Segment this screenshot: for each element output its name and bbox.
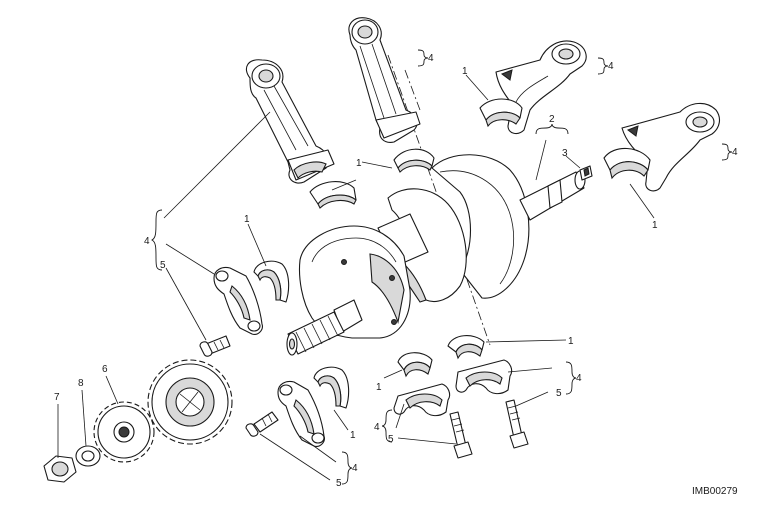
connecting-rod-center [348, 17, 421, 143]
primary-gear [147, 359, 233, 445]
callout-1-bottom-left: 1 [350, 430, 356, 441]
callout-1-center: 1 [356, 158, 362, 169]
callout-1-top-right: 1 [462, 66, 468, 77]
callout-4-bottom-left: 4 [352, 463, 358, 474]
callout-6-timing-gear: 6 [102, 364, 108, 375]
callout-1-lower-right: 1 [568, 336, 574, 347]
callout-5-lower-right: 5 [556, 388, 562, 399]
callout-labels: 1 1 1 1 1 1 1 2 3 4 4 4 4 4 4 4 5 5 5 5 … [54, 53, 738, 497]
washer [75, 445, 101, 467]
rod-cap-bottom-left [277, 380, 325, 447]
callout-5-left: 5 [160, 260, 166, 271]
bearing-shell-top-right-2 [603, 147, 651, 180]
rod-cap-lower-center [393, 383, 451, 417]
bearing-shell-center [393, 148, 435, 173]
callout-4-lower-center: 4 [374, 422, 380, 433]
callout-1-right: 1 [652, 220, 658, 231]
rod-cap-top-right-2 [621, 102, 721, 192]
bearing-shell-lower-2 [397, 352, 433, 378]
timing-gear [93, 401, 155, 463]
callout-1-lower-center: 1 [376, 382, 382, 393]
callout-4-top-right: 4 [608, 61, 614, 72]
connecting-rod-left [245, 59, 335, 184]
callout-4-left: 4 [144, 236, 150, 247]
nut [43, 455, 77, 483]
rod-cap-left [213, 266, 263, 335]
callout-3-plug: 3 [562, 148, 568, 159]
cap-bolt-left [199, 335, 231, 357]
bearing-shell-bottom-left [313, 366, 350, 409]
braces [150, 49, 733, 485]
plug-screw [579, 165, 593, 181]
callout-4-far-right: 4 [732, 147, 738, 158]
callout-4-lower-right: 4 [576, 373, 582, 384]
bearing-shell-top-right-1 [479, 98, 523, 128]
crankshaft [286, 154, 586, 356]
callout-8-washer: 8 [78, 378, 84, 389]
callout-5-lower-center: 5 [388, 434, 394, 445]
drawing-code: IMB00279 [692, 486, 738, 497]
callout-4-top-center: 4 [428, 53, 434, 64]
cap-bolt-lower-right [505, 399, 529, 449]
bearing-shell-top-left [309, 181, 357, 209]
cap-bolt-bottom-left [245, 411, 279, 437]
bearing-shell-lower-1 [447, 335, 485, 360]
callout-2-crankshaft: 2 [549, 114, 555, 125]
cap-bolt-lower-center [449, 411, 473, 459]
callout-5-bottom-left: 5 [336, 478, 342, 489]
bearing-shell-left [253, 260, 290, 303]
callout-1-left: 1 [244, 214, 250, 225]
rod-cap-lower-right [455, 359, 513, 395]
leader-lines [57, 74, 655, 481]
callout-7-nut: 7 [54, 392, 60, 403]
